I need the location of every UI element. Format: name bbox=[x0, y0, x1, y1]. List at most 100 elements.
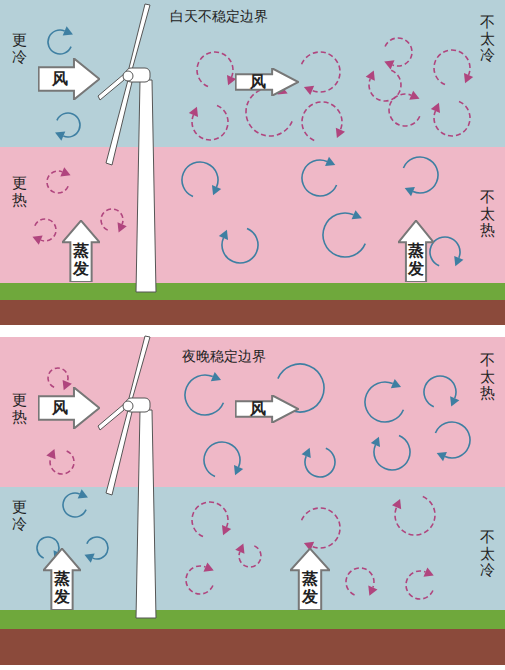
eddy-arc bbox=[186, 566, 213, 594]
eddy-arc bbox=[424, 376, 456, 407]
eddy-arrowhead bbox=[384, 60, 394, 69]
eddy-arrowhead bbox=[189, 107, 198, 117]
eddy-arrowhead bbox=[368, 586, 377, 596]
cool-layer bbox=[0, 0, 505, 147]
eddy-arc bbox=[403, 157, 438, 193]
eddy-arrowhead bbox=[63, 380, 72, 390]
eddy-arrowhead bbox=[211, 372, 221, 381]
eddy-arrowhead bbox=[437, 452, 447, 461]
arrow-outline bbox=[39, 387, 100, 428]
temperature-label: 更冷 bbox=[12, 499, 27, 532]
eddy-arrowhead bbox=[32, 236, 42, 245]
evaporation-arrow: 蒸发 bbox=[43, 548, 81, 610]
temperature-label: 不太冷 bbox=[480, 14, 495, 64]
arrow-outline bbox=[236, 68, 299, 95]
eddy-arc bbox=[434, 50, 470, 85]
soil bbox=[0, 300, 505, 325]
eddy-arrowhead bbox=[118, 222, 127, 232]
eddy-arc bbox=[101, 209, 123, 230]
eddy-arrowhead bbox=[336, 128, 345, 138]
eddy-arrowhead bbox=[219, 230, 228, 240]
eddy-arc bbox=[374, 435, 410, 470]
arrow-outline bbox=[290, 549, 329, 610]
eddy-arc bbox=[48, 368, 68, 387]
eddy-arrowhead bbox=[234, 465, 243, 475]
eddy-arrowhead bbox=[55, 131, 65, 140]
eddy-arc bbox=[435, 422, 470, 458]
eddy-arc bbox=[239, 546, 261, 567]
evaporation-label: 蒸发 bbox=[302, 570, 318, 605]
eddy-arrowhead bbox=[405, 187, 415, 196]
wind-label: 风 bbox=[250, 72, 266, 93]
eddy-arrowhead bbox=[424, 567, 434, 576]
eddy-arc bbox=[197, 52, 233, 87]
eddy-arrowhead bbox=[371, 437, 380, 447]
evaporation-arrow: 蒸发 bbox=[398, 220, 434, 282]
eddy-arc bbox=[57, 113, 80, 137]
evaporation-label: 蒸发 bbox=[73, 242, 89, 277]
warm-layer bbox=[0, 337, 505, 487]
eddy-arc bbox=[185, 375, 223, 415]
arrow-outline bbox=[398, 221, 433, 282]
arrow-outline bbox=[39, 58, 100, 99]
eddy-arrowhead bbox=[204, 562, 214, 571]
wind-arrow: 风 bbox=[235, 68, 299, 96]
temperature-label: 不太热 bbox=[480, 352, 495, 402]
eddy-arc bbox=[302, 508, 340, 548]
eddy-arc bbox=[302, 52, 340, 92]
eddy-arc bbox=[50, 451, 74, 474]
eddy-arc bbox=[63, 493, 86, 517]
eddy-arc bbox=[87, 537, 108, 559]
air-layer: 更冷不太冷蒸发 蒸发 bbox=[0, 487, 505, 610]
eddy-arrowhead bbox=[391, 379, 401, 388]
cool-layer bbox=[0, 487, 505, 610]
wind-label: 风 bbox=[52, 398, 68, 419]
eddy-arc bbox=[385, 38, 412, 66]
eddy-arc bbox=[47, 171, 68, 193]
arrow-shape bbox=[235, 68, 299, 96]
eddy-arc bbox=[48, 30, 71, 54]
arrow-outline bbox=[43, 549, 80, 610]
grass bbox=[0, 283, 505, 303]
eddy-arrowhead bbox=[325, 157, 335, 166]
temperature-label: 更热 bbox=[12, 392, 27, 425]
wind-arrow: 风 bbox=[38, 387, 100, 429]
eddy-arc bbox=[395, 497, 435, 535]
eddy-arrowhead bbox=[392, 499, 401, 509]
eddy-arrowhead bbox=[222, 525, 231, 535]
eddy-arrowhead bbox=[235, 543, 244, 553]
wind-label: 风 bbox=[52, 69, 68, 90]
grass bbox=[0, 610, 505, 632]
wind-label: 风 bbox=[250, 399, 266, 420]
eddy-arrowhead bbox=[304, 86, 314, 95]
eddy-arc bbox=[365, 382, 403, 422]
air-layer: 更热不太热蒸发蒸发 bbox=[0, 147, 505, 283]
eddy-arc bbox=[346, 568, 374, 595]
eddy-arrowhead bbox=[46, 449, 55, 459]
eddy-arc bbox=[192, 105, 228, 140]
evaporation-label: 蒸发 bbox=[408, 242, 424, 277]
eddy-arc bbox=[246, 88, 292, 136]
arrow-shape bbox=[235, 395, 299, 423]
temperature-label: 不太冷 bbox=[480, 529, 495, 579]
wind-arrow: 风 bbox=[235, 395, 299, 423]
eddy-arc bbox=[192, 502, 228, 537]
arrow-outline bbox=[62, 221, 99, 282]
eddy-arrowhead bbox=[454, 256, 463, 266]
arrow-shape bbox=[38, 387, 100, 429]
eddy-arrowhead bbox=[302, 448, 311, 458]
eddy-arc bbox=[222, 228, 258, 263]
eddy-arrowhead bbox=[212, 185, 221, 195]
eddy-arrowhead bbox=[63, 26, 73, 35]
eddy-arc bbox=[406, 571, 433, 599]
evaporation-label: 蒸发 bbox=[54, 570, 70, 605]
eddy-arc bbox=[323, 213, 365, 257]
panel-title: 白天不稳定边界 bbox=[170, 8, 268, 26]
eddy-arc bbox=[302, 160, 337, 196]
eddies bbox=[32, 26, 473, 599]
temperature-label: 更热 bbox=[12, 175, 27, 208]
eddy-arrowhead bbox=[352, 210, 362, 219]
warm-layer bbox=[0, 147, 505, 283]
eddy-arc bbox=[430, 237, 460, 266]
eddy-arc bbox=[434, 101, 470, 136]
